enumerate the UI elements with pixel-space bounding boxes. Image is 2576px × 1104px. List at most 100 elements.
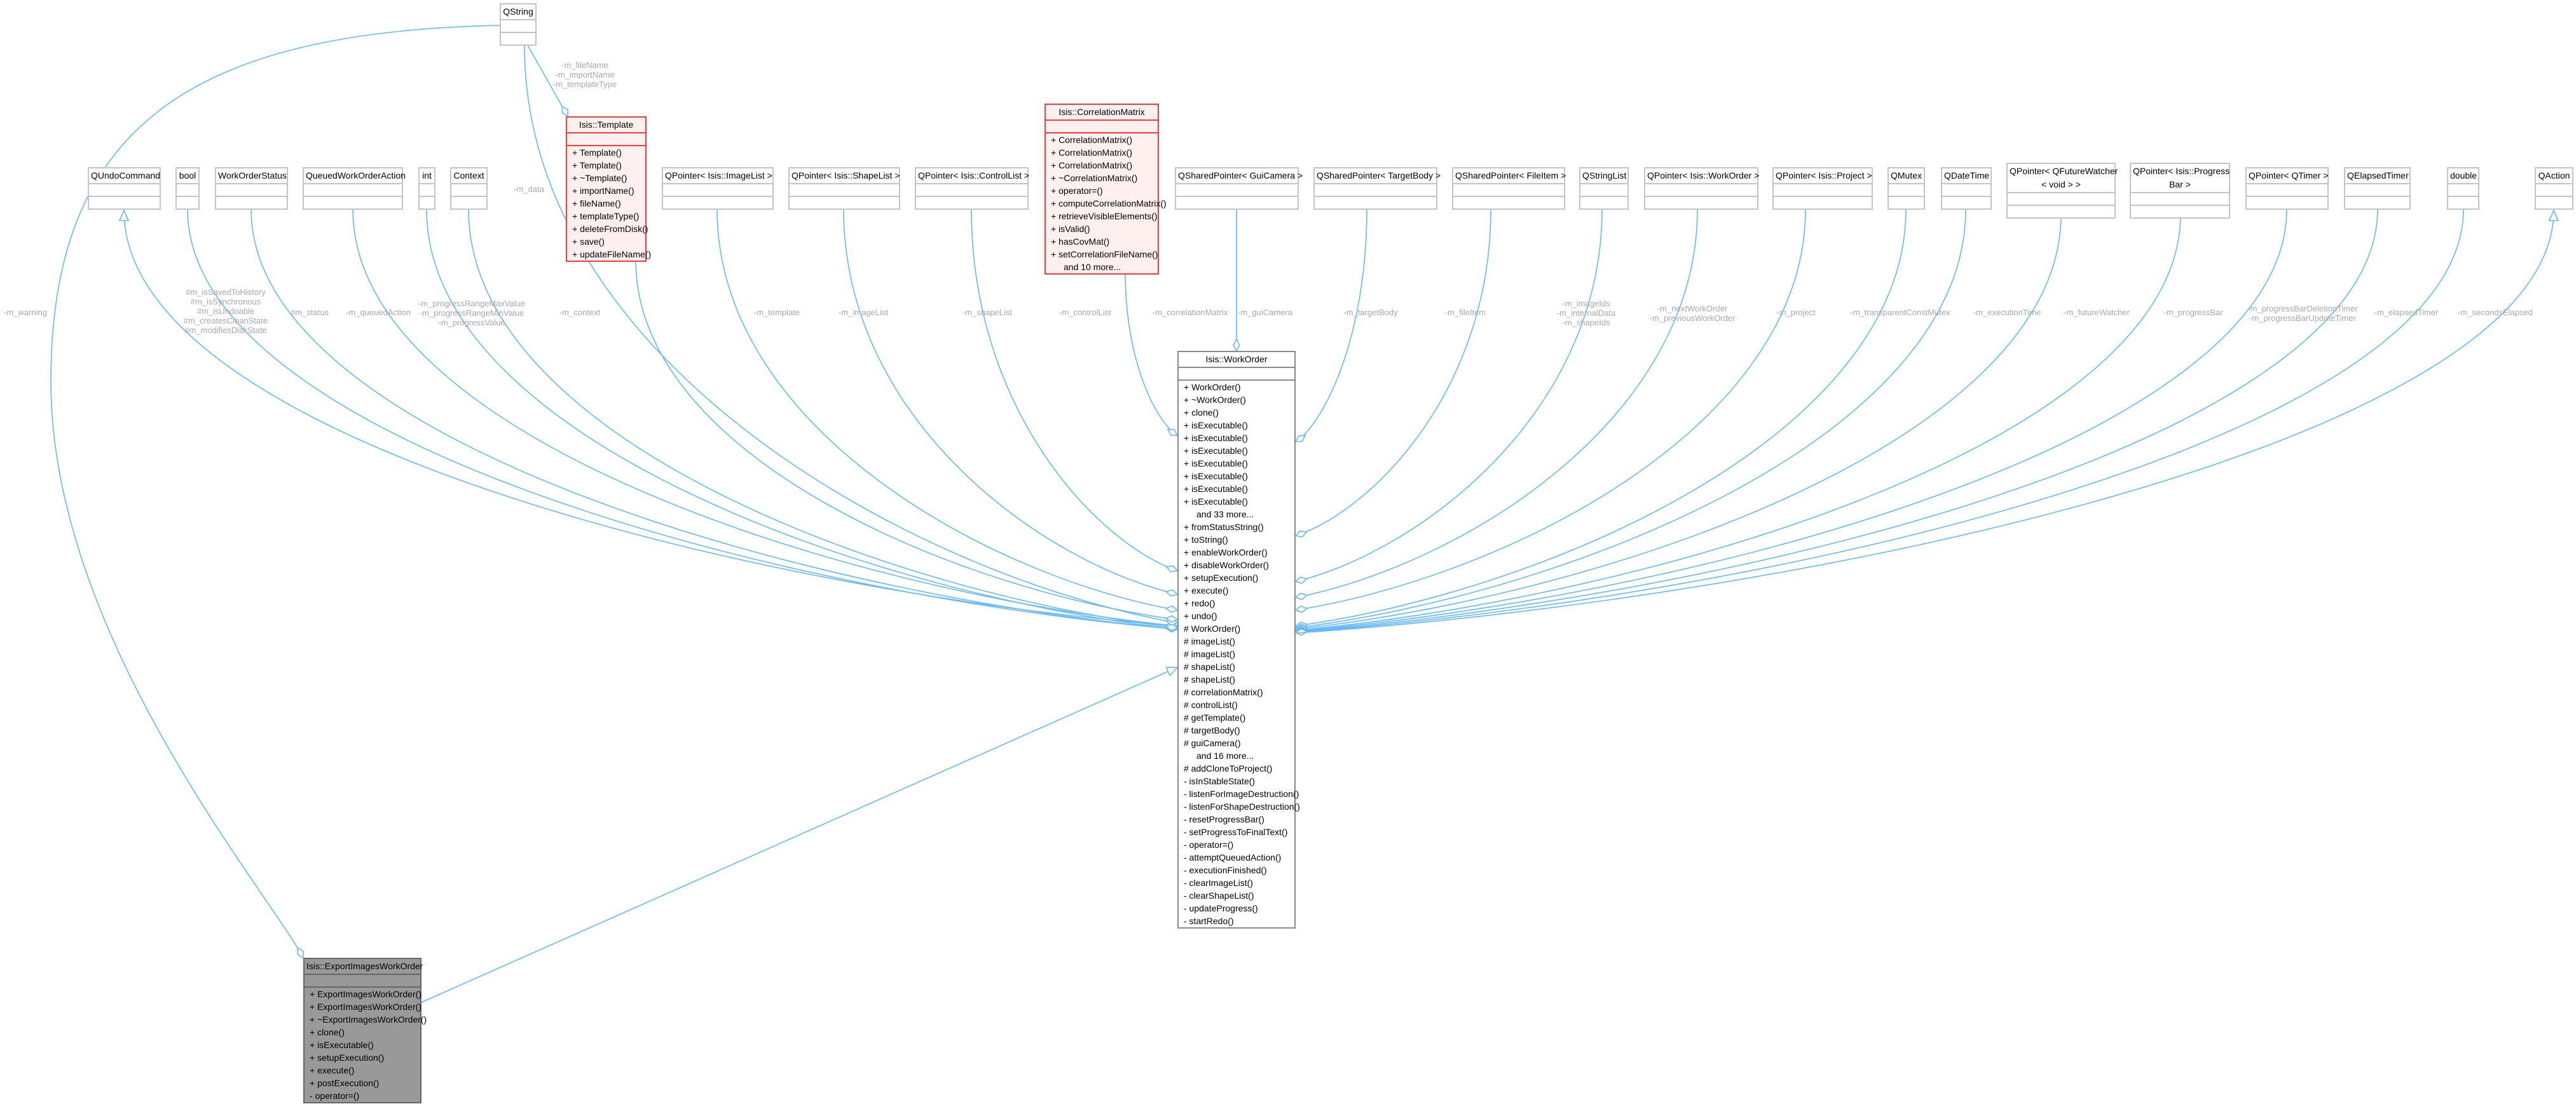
class-box-qaction[interactable]: QAction [2535, 167, 2573, 210]
class-member[interactable]: + CorrelationMatrix() [1051, 135, 1132, 145]
class-member[interactable]: + ~WorkOrder() [1184, 395, 1246, 405]
class-member[interactable]: # addCloneToProject() [1184, 763, 1273, 773]
class-name[interactable]: QSharedPointer< TargetBody > [1315, 168, 1441, 184]
class-name[interactable]: Isis::CorrelationMatrix [1046, 105, 1158, 121]
class-name[interactable]: QMutex [1889, 168, 1924, 184]
class-member[interactable]: # correlationMatrix() [1184, 687, 1263, 697]
class-box-double[interactable]: double [2447, 167, 2479, 210]
class-box-qundo[interactable]: QUndoCommand [88, 167, 161, 210]
class-member[interactable]: + execute() [310, 1065, 355, 1075]
class-member[interactable]: + isExecutable() [1184, 458, 1248, 468]
class-member[interactable]: + ~Template() [572, 173, 627, 183]
class-member[interactable]: + fileName() [572, 198, 621, 208]
class-member[interactable]: + toString() [1184, 535, 1228, 545]
class-member[interactable]: + ExportImagesWorkOrder() [310, 989, 421, 999]
class-member[interactable]: + retrieveVisibleElements() [1051, 211, 1158, 221]
class-member[interactable]: # shapeList() [1184, 662, 1235, 672]
class-member[interactable]: - listenForImageDestruction() [1184, 789, 1299, 799]
class-member[interactable]: # shapeList() [1184, 674, 1235, 685]
class-name[interactable]: int [420, 168, 434, 184]
class-member[interactable]: + clone() [1184, 407, 1219, 418]
class-name[interactable]: QPointer< Isis::Project > [1774, 168, 1872, 184]
class-member[interactable]: + Template() [572, 147, 622, 158]
class-member[interactable]: and 33 more... [1196, 509, 1254, 519]
class-box-int[interactable]: int [418, 167, 435, 210]
class-member[interactable]: - updateProgress() [1184, 903, 1258, 913]
class-member[interactable]: + WorkOrder() [1184, 382, 1241, 392]
class-member[interactable]: + operator=() [1051, 186, 1103, 196]
class-member[interactable]: + deleteFromDisk() [572, 224, 648, 234]
class-member[interactable]: # imageList() [1184, 649, 1235, 659]
class-member[interactable]: + execute() [1184, 585, 1229, 596]
class-box-stringlist[interactable]: QStringList [1579, 167, 1629, 210]
class-box-fileitem[interactable]: QSharedPointer< FileItem > [1452, 167, 1566, 210]
class-member[interactable]: - attemptQueuedAction() [1184, 852, 1282, 862]
class-member[interactable]: + setupExecution() [310, 1053, 385, 1063]
class-member[interactable]: + isExecutable() [1184, 420, 1248, 430]
class-name[interactable]: QUndoCommand [89, 168, 160, 184]
class-name[interactable]: QStringList [1580, 168, 1627, 184]
class-name[interactable]: Context [451, 168, 486, 184]
class-member[interactable]: + templateType() [572, 211, 640, 221]
class-member[interactable]: # imageList() [1184, 636, 1235, 646]
class-box-datetime[interactable]: QDateTime [1941, 167, 1992, 210]
class-box-template[interactable]: Isis::Template+ Template()+ Template()+ … [566, 116, 652, 262]
class-box-context[interactable]: Context [450, 167, 488, 210]
class-name[interactable]: QString [501, 4, 535, 20]
class-member[interactable]: + computeCorrelationMatrix() [1051, 198, 1167, 208]
class-member[interactable]: and 16 more... [1196, 751, 1254, 761]
class-box-woptr[interactable]: QPointer< Isis::WorkOrder > [1644, 167, 1759, 210]
class-member[interactable]: + updateFileName() [572, 249, 652, 259]
class-name[interactable]: Isis::ExportImagesWorkOrder [305, 959, 423, 975]
class-name[interactable]: QSharedPointer< FileItem > [1453, 168, 1566, 184]
class-box-imagelist[interactable]: QPointer< Isis::ImageList > [662, 167, 774, 210]
class-name[interactable]: double [2448, 168, 2478, 184]
class-member[interactable]: - resetProgressBar() [1184, 814, 1264, 824]
class-member[interactable]: + ~CorrelationMatrix() [1051, 173, 1138, 183]
class-member[interactable]: + isValid() [1051, 224, 1090, 234]
class-member[interactable]: # WorkOrder() [1184, 624, 1241, 634]
class-box-guicamera[interactable]: QSharedPointer< GuiCamera > [1175, 167, 1303, 210]
class-box-shapelist[interactable]: QPointer< Isis::ShapeList > [788, 167, 900, 210]
class-name[interactable]: QElapsedTimer [2345, 168, 2409, 184]
class-box-elapsed[interactable]: QElapsedTimer [2344, 167, 2411, 210]
class-member[interactable]: + enableWorkOrder() [1184, 547, 1268, 557]
class-member[interactable]: + setupExecution() [1184, 573, 1259, 583]
class-member[interactable]: + undo() [1184, 611, 1217, 621]
class-box-workorder[interactable]: Isis::WorkOrder+ WorkOrder()+ ~WorkOrder… [1177, 351, 1300, 929]
class-member[interactable]: - executionFinished() [1184, 865, 1267, 875]
class-box-progressbar[interactable]: QPointer< Isis::Progress Bar > [2130, 163, 2230, 219]
class-box-mutex[interactable]: QMutex [1887, 167, 1925, 210]
class-name[interactable]: QPointer< QFutureWatcher < void > > [2008, 164, 2118, 193]
class-member[interactable]: + hasCovMat() [1051, 236, 1110, 247]
class-name[interactable]: QPointer< QTimer > [2247, 168, 2329, 184]
class-member[interactable]: - operator=() [1184, 840, 1234, 850]
class-member[interactable]: - clearShapeList() [1184, 890, 1254, 901]
class-member[interactable]: + CorrelationMatrix() [1051, 147, 1132, 158]
class-box-qwoa[interactable]: QueuedWorkOrderAction [303, 167, 406, 210]
class-member[interactable]: + isExecutable() [1184, 484, 1248, 494]
class-member[interactable]: - clearImageList() [1184, 878, 1253, 888]
class-member[interactable]: + redo() [1184, 598, 1216, 608]
class-member[interactable]: + ExportImagesWorkOrder() [310, 1002, 421, 1012]
class-member[interactable]: + postExecution() [310, 1078, 380, 1088]
class-name[interactable]: QAction [2536, 168, 2572, 184]
class-name[interactable]: bool [177, 168, 198, 184]
class-name[interactable]: QPointer< Isis::ImageList > [663, 168, 772, 184]
class-name[interactable]: QSharedPointer< GuiCamera > [1176, 168, 1303, 184]
class-member[interactable]: - listenForShapeDestruction() [1184, 801, 1300, 812]
class-member[interactable]: + isExecutable() [1184, 471, 1248, 481]
class-member[interactable]: # controlList() [1184, 700, 1238, 710]
class-member[interactable]: + setCorrelationFileName() [1051, 249, 1158, 259]
class-name[interactable]: QPointer< Isis::ControlList > [916, 168, 1029, 184]
class-name[interactable]: QPointer< Isis::ShapeList > [790, 168, 900, 184]
class-member[interactable]: + save() [572, 236, 605, 247]
class-name[interactable]: WorkOrderStatus [216, 168, 287, 184]
class-name[interactable]: QPointer< Isis::WorkOrder > [1645, 168, 1759, 184]
class-box-bool[interactable]: bool [175, 167, 200, 210]
class-member[interactable]: # guiCamera() [1184, 738, 1241, 748]
class-member[interactable]: + clone() [310, 1027, 345, 1037]
class-member[interactable]: - startRedo() [1184, 916, 1234, 926]
class-box-timer[interactable]: QPointer< QTimer > [2245, 167, 2329, 210]
class-member[interactable]: - isInStableState() [1184, 776, 1256, 786]
